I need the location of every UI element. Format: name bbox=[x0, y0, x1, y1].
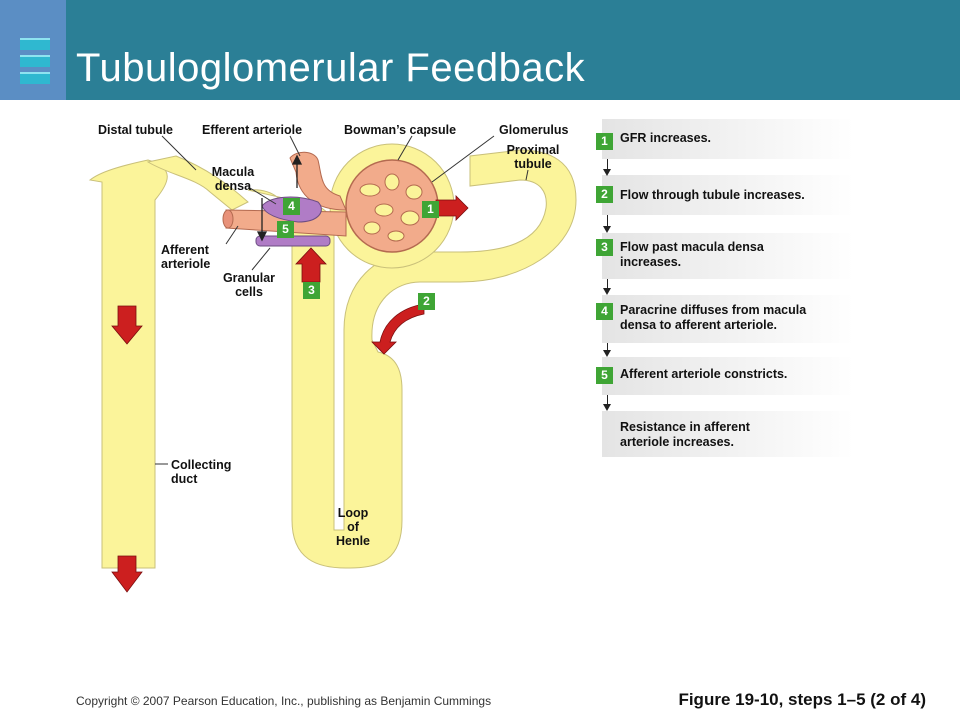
step-1: GFR increases. bbox=[602, 119, 854, 159]
label-collecting-duct: Collecting duct bbox=[171, 458, 232, 486]
diagram-badge-5: 5 bbox=[277, 221, 294, 238]
flow-arrows bbox=[111, 195, 469, 593]
step-1-badge: 1 bbox=[596, 133, 613, 150]
diagram-badge-4: 4 bbox=[283, 198, 300, 215]
diagram-badge-2: 2 bbox=[418, 293, 435, 310]
distal-tubule bbox=[146, 155, 249, 211]
step-2: Flow through tubule increases. bbox=[602, 175, 854, 215]
label-proximal-tubule: Proximal tubule bbox=[506, 143, 560, 171]
header-side-box bbox=[0, 0, 66, 100]
step-5: Afferent arteriole constricts. bbox=[602, 357, 854, 395]
label-afferent-arteriole: Afferent arteriole bbox=[161, 243, 211, 271]
collecting-duct bbox=[88, 159, 168, 569]
label-loop-of-henle: Loop of Henle bbox=[335, 506, 371, 548]
step-result: Resistance in afferent arteriole increas… bbox=[602, 411, 854, 457]
label-efferent-arteriole: Efferent arteriole bbox=[202, 123, 303, 137]
step-3: Flow past macula densa increases. bbox=[602, 233, 854, 279]
step-4-badge: 4 bbox=[596, 303, 613, 320]
footer-figure-caption: Figure 19-10, steps 1–5 (2 of 4) bbox=[678, 690, 926, 709]
slide-menu-icon bbox=[20, 38, 50, 86]
label-bowmans-capsule: Bowman’s capsule bbox=[344, 123, 457, 137]
label-macula-densa: Macula densa bbox=[211, 165, 255, 193]
efferent-arteriole bbox=[289, 151, 347, 211]
step-2-badge: 2 bbox=[596, 186, 613, 203]
label-distal-tubule: Distal tubule bbox=[98, 123, 174, 137]
page-title: Tubuloglomerular Feedback bbox=[76, 46, 586, 90]
step-5-badge: 5 bbox=[596, 367, 613, 384]
footer-copyright: Copyright © 2007 Pearson Education, Inc.… bbox=[76, 694, 492, 708]
step-3-badge: 3 bbox=[596, 239, 613, 256]
diagram-badge-1: 1 bbox=[422, 201, 439, 218]
label-granular-cells: Granular cells bbox=[222, 271, 276, 299]
label-glomerulus: Glomerulus bbox=[499, 123, 569, 137]
step-4: Paracrine diffuses from macula densa to … bbox=[602, 295, 854, 343]
header-bar bbox=[0, 0, 960, 100]
diagram-badge-3: 3 bbox=[303, 282, 320, 299]
